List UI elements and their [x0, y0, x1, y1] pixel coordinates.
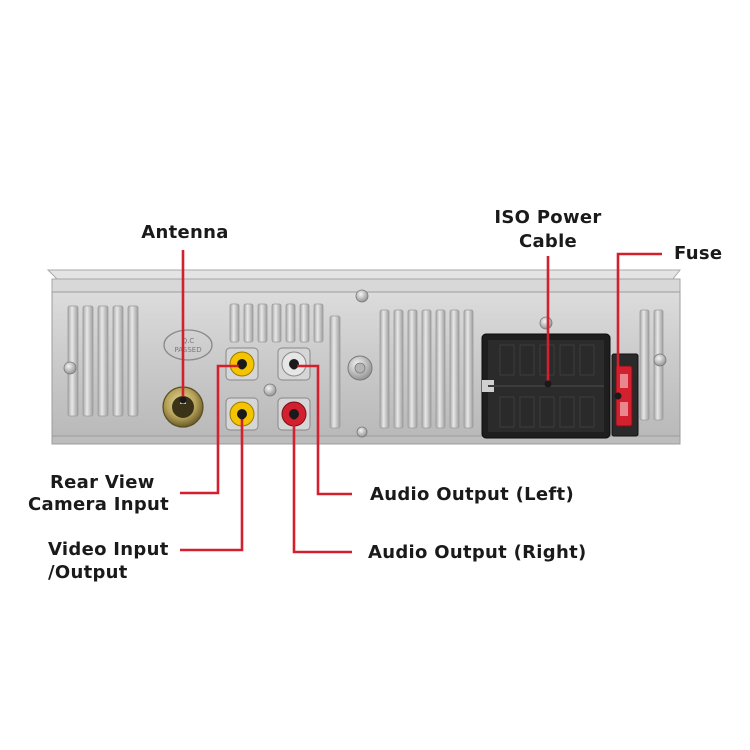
label-rear-view-line2: Camera Input [28, 494, 169, 515]
stamp-line2: PASSED [174, 346, 201, 354]
labels: Antenna ISO Power Cable Fuse Rear View C… [28, 207, 722, 583]
ground-post-center [354, 362, 366, 374]
label-antenna: Antenna [141, 222, 228, 243]
label-fuse: Fuse [674, 243, 722, 264]
heatsink-fins-left [67, 305, 139, 417]
callout-audio-left [294, 364, 352, 496]
iso-pins [499, 344, 595, 428]
heatsink-fins-middle [329, 309, 474, 429]
callout-rear-view [180, 364, 242, 495]
screw-bottom-center [356, 426, 368, 438]
screw-left [63, 361, 77, 375]
callout-video [180, 416, 244, 552]
screw-top-right [539, 316, 553, 330]
callout-fuse [616, 252, 662, 396]
label-iso-power-line1: ISO Power [494, 207, 601, 228]
screw-right [653, 353, 667, 367]
label-audio-left: Audio Output (Left) [370, 484, 574, 505]
label-audio-right: Audio Output (Right) [368, 542, 587, 563]
screw-between-rca [263, 383, 277, 397]
label-video-line2: /Output [48, 562, 128, 583]
label-rear-view-line1: Rear View [50, 472, 155, 493]
chassis-bottom-edge [51, 435, 681, 445]
label-video-line1: Video Input [48, 539, 169, 560]
label-iso-power-line2: Cable [519, 231, 577, 252]
stamp-line1: Q.C [182, 337, 195, 345]
chassis-top-edge [51, 278, 681, 294]
qc-passed-stamp: Q.C PASSED [163, 329, 213, 361]
callout-lines [180, 250, 662, 554]
screw-top-center [355, 289, 369, 303]
callout-dots [179, 362, 622, 420]
callout-audio-right [292, 416, 352, 554]
heatsink-fins-center-top [229, 303, 324, 343]
